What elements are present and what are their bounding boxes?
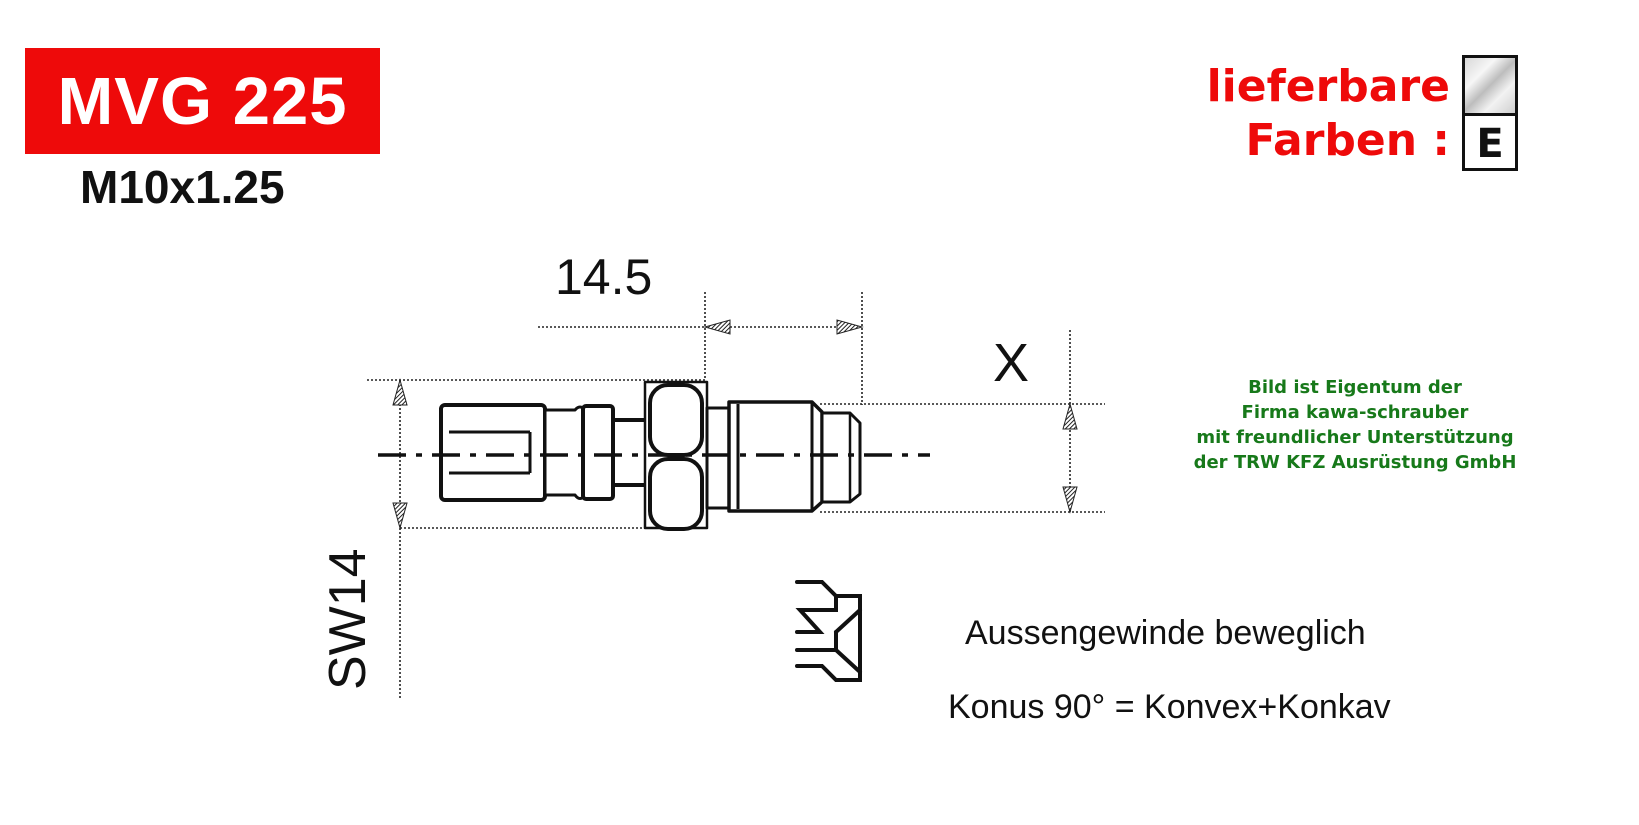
part-number-banner: MVG 225 [25, 48, 380, 154]
color-swatch-e: E [1476, 120, 1504, 167]
image-credit: Bild ist Eigentum der Firma kawa-schraub… [1170, 375, 1540, 475]
credit-line: mit freundlicher Unterstützung [1196, 427, 1514, 448]
color-swatch-silver [1465, 58, 1515, 116]
colors-label-line2: Farben : [1245, 115, 1450, 166]
thread-type-note: Aussengewinde beweglich [965, 614, 1366, 652]
available-colors-label: lieferbare Farben : [1195, 60, 1450, 168]
cone-type-note: Konus 90° = Konvex+Konkav [948, 688, 1391, 726]
color-swatch-list: E [1462, 55, 1518, 171]
colors-label-line1: lieferbare [1206, 61, 1450, 112]
dimension-arrows [392, 319, 1078, 530]
credit-line: Bild ist Eigentum der [1248, 377, 1462, 398]
credit-line: der TRW KFZ Ausrüstung GmbH [1193, 452, 1517, 473]
wrench-size-label: SW14 [319, 548, 377, 690]
part-number: MVG 225 [57, 63, 348, 139]
dimension-lines [367, 292, 1105, 700]
thread-spec: M10x1.25 [80, 161, 285, 213]
credit-line: Firma kawa-schrauber [1241, 402, 1469, 423]
diameter-dimension-label: X [993, 333, 1030, 393]
cone-profile-icon [795, 580, 862, 682]
length-dimension-label: 14.5 [555, 249, 653, 305]
fitting-body [439, 380, 862, 531]
